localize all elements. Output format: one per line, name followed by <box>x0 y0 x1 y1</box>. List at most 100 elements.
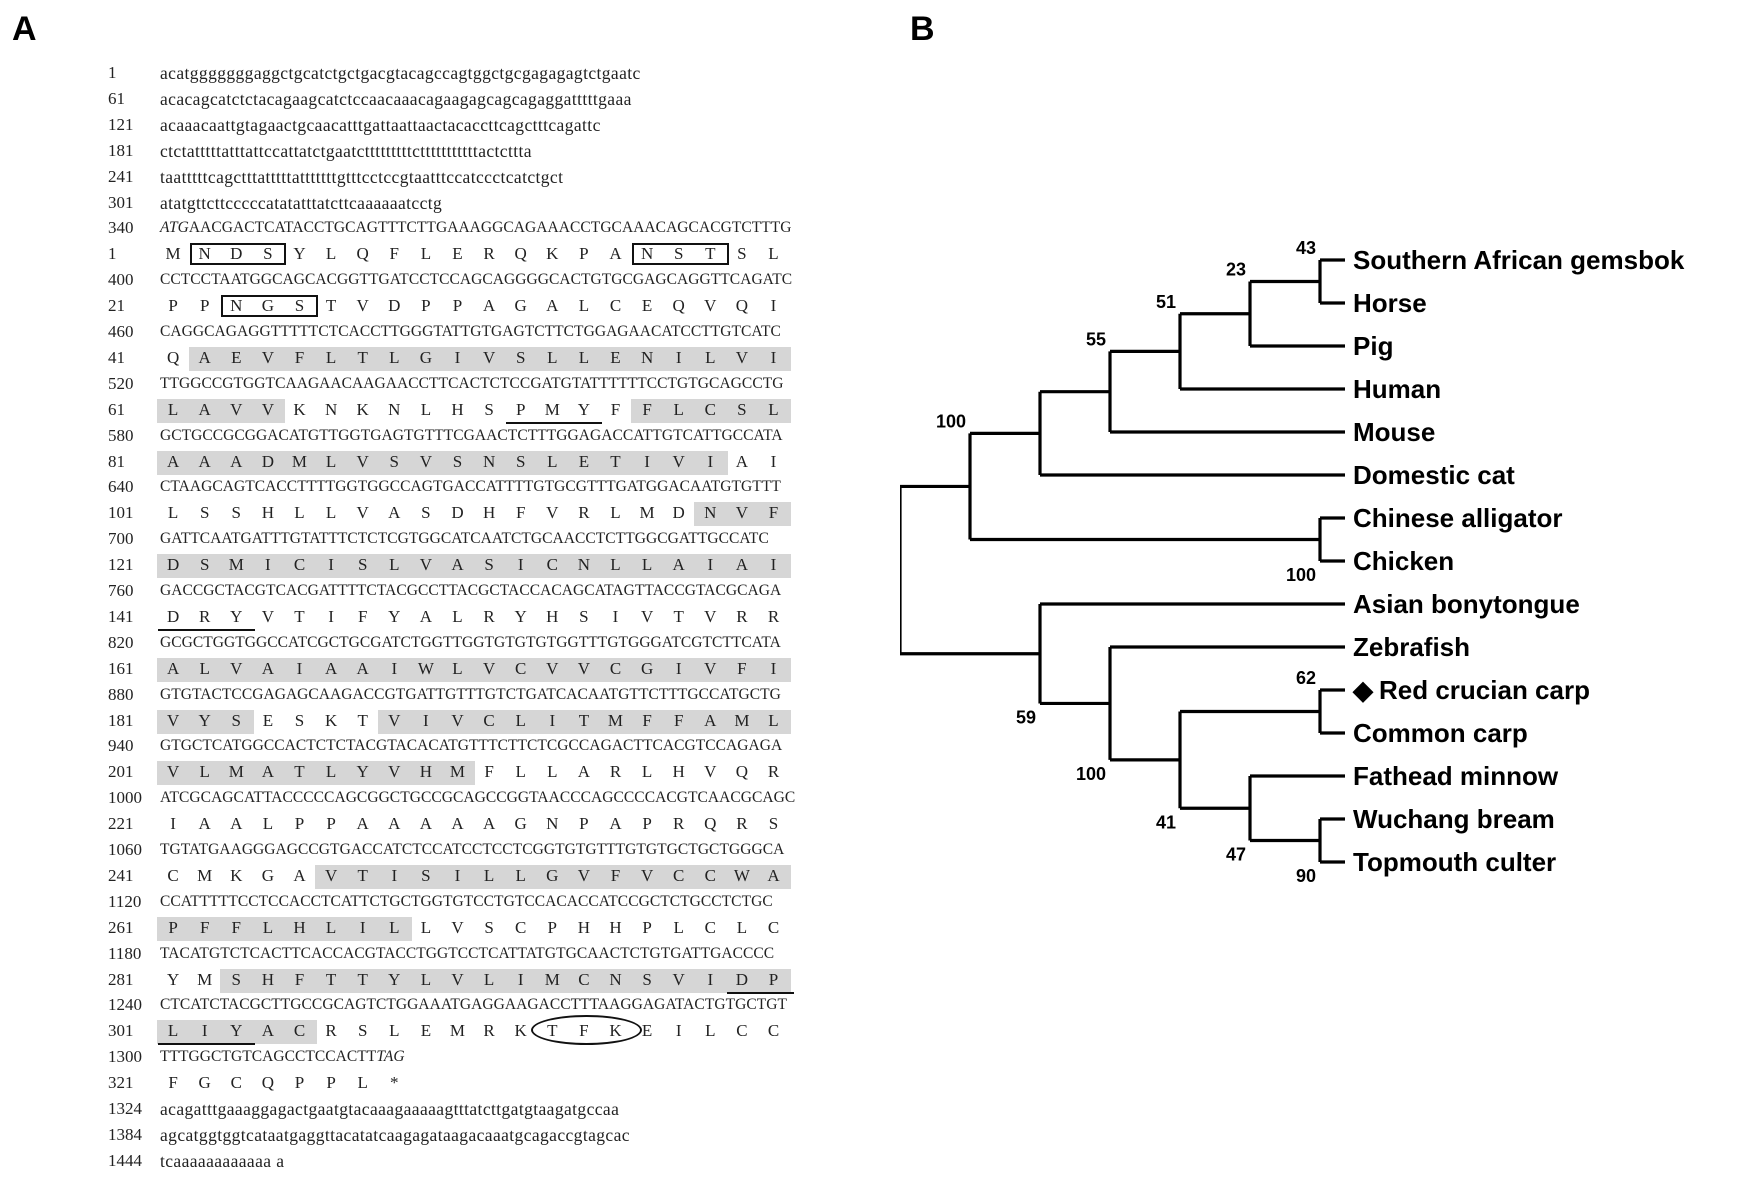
amino-acid: S <box>421 503 431 523</box>
amino-acid: A <box>419 814 433 834</box>
nucleotide-sequence: ctctatttttatttattccattatctgaatcttttttttt… <box>160 138 532 164</box>
amino-acid: L <box>199 658 210 678</box>
amino-acid: A <box>356 658 369 678</box>
nucleotide-text: tcaaaaaaaaaaaa a <box>160 1150 285 1171</box>
amino-acid: G <box>261 865 275 885</box>
amino-acid: S <box>357 555 368 575</box>
nucleotide-sequence: acaaacaattgtagaactgcaacatttgattaattaacta… <box>160 112 601 138</box>
amino-acid: P <box>168 296 178 316</box>
bootstrap-value: 47 <box>1226 845 1246 865</box>
amino-acid: M <box>639 503 655 523</box>
amino-acid: V <box>166 710 180 730</box>
amino-acid: P <box>199 296 210 316</box>
amino-acid: I <box>517 969 524 989</box>
position-number: 1300 <box>108 1047 142 1067</box>
amino-acid: N <box>640 244 654 264</box>
amino-acid: R <box>325 1021 337 1041</box>
amino-acid: R <box>483 606 495 626</box>
amino-acid: L <box>641 555 653 575</box>
bootstrap-value: 62 <box>1296 668 1316 688</box>
amino-acid: A <box>577 762 591 782</box>
amino-acid: L <box>167 1021 179 1041</box>
amino-acid: E <box>641 1021 653 1041</box>
nucleotide-sequence: GTGTACTCCGAGAGCAAGACCGTGATTGTTTGTCTGATCA… <box>160 682 781 708</box>
start-codon: ATG <box>160 219 189 237</box>
taxon-label: Wuchang bream <box>1353 804 1555 834</box>
amino-acid: M <box>165 244 181 264</box>
transmembrane-domain-shade <box>157 450 728 475</box>
taxon-label: Fathead minnow <box>1353 761 1559 791</box>
amino-acid: F <box>610 399 621 419</box>
transmembrane-domain-shade <box>157 554 791 579</box>
amino-acid: G <box>198 1073 211 1093</box>
nucleotide-text: CTAAGCAGTCACCTTTTGGTGGCCAGTGACCATTTTGTGC… <box>160 478 781 496</box>
amino-acid: I <box>328 555 334 575</box>
transmembrane-domain-shade <box>157 1020 317 1045</box>
amino-acid: V <box>640 606 654 626</box>
amino-acid: H <box>482 503 496 523</box>
amino-acid: I <box>454 347 461 367</box>
amino-acid: Q <box>735 296 749 316</box>
amino-acid: A <box>230 451 243 471</box>
amino-acid: I <box>391 865 398 885</box>
amino-acid: F <box>673 710 684 730</box>
amino-acid: A <box>198 814 211 834</box>
nucleotide-sequence: taatttttcagctttatttttatttttttgtttcctccgt… <box>160 164 563 190</box>
amino-acid: P <box>294 814 305 834</box>
amino-acid: C <box>230 1073 242 1093</box>
bootstrap-value: 90 <box>1296 866 1316 886</box>
nucleotide-sequence: GTGCTCATGGCCACTCTCTACGTACACATGTTTCTTCTCG… <box>160 733 782 759</box>
motif-underline <box>726 991 794 994</box>
amino-acid: C <box>293 555 306 575</box>
position-number: 1384 <box>108 1124 142 1144</box>
transmembrane-domain-shade <box>157 398 286 423</box>
amino-acid: L <box>167 399 179 419</box>
amino-acid: K <box>293 399 306 419</box>
amino-acid: H <box>261 503 275 523</box>
amino-acid: L <box>167 503 179 523</box>
amino-acid: V <box>704 658 717 678</box>
position-number: 1240 <box>108 995 142 1015</box>
amino-acid: H <box>261 969 275 989</box>
amino-acid: L <box>452 606 463 626</box>
amino-acid: I <box>454 865 461 885</box>
amino-acid: L <box>262 917 274 937</box>
nucleotide-sequence: TTGGCCGTGGTCAAGAACAAGAACCTTCACTCTCCGATGT… <box>160 371 783 397</box>
amino-acid: K <box>514 1021 527 1041</box>
amino-acid: A <box>230 814 243 834</box>
amino-acid: A <box>609 814 622 834</box>
amino-acid: L <box>705 1021 716 1041</box>
amino-acid: K <box>546 244 559 264</box>
amino-acid: A <box>198 399 211 419</box>
amino-acid: I <box>675 658 682 678</box>
amino-acid: N <box>609 969 622 989</box>
nucleotide-text: acaaacaattgtagaactgcaacatttgattaattaacta… <box>160 114 601 135</box>
amino-acid: L <box>736 917 748 937</box>
amino-acid: I <box>328 606 334 626</box>
amino-acid: V <box>482 347 496 367</box>
taxon-label: Domestic cat <box>1353 460 1515 490</box>
amino-acid: V <box>324 865 338 885</box>
amino-acid: L <box>768 710 779 730</box>
position-number: 81 <box>108 451 125 471</box>
nucleotide-sequence: atatgttcttcccccatatatttatcttcaaaaaatcctg <box>160 190 442 216</box>
amino-acid: A <box>166 451 180 471</box>
amino-acid: I <box>170 814 176 834</box>
amino-acid: L <box>641 762 653 782</box>
amino-acid: S <box>199 503 210 523</box>
amino-acid: V <box>672 451 685 471</box>
amino-acid: S <box>357 1021 368 1041</box>
amino-acid: I <box>549 710 556 730</box>
amino-acid: V <box>261 606 275 626</box>
nucleotide-text: acagatttgaaaggagactgaatgtacaaagaaaaagttt… <box>160 1099 620 1119</box>
amino-acid: L <box>325 762 337 782</box>
stop-codon: TAG <box>376 1048 405 1066</box>
motif-ellipse <box>531 1015 642 1046</box>
amino-acid: L <box>325 451 337 471</box>
